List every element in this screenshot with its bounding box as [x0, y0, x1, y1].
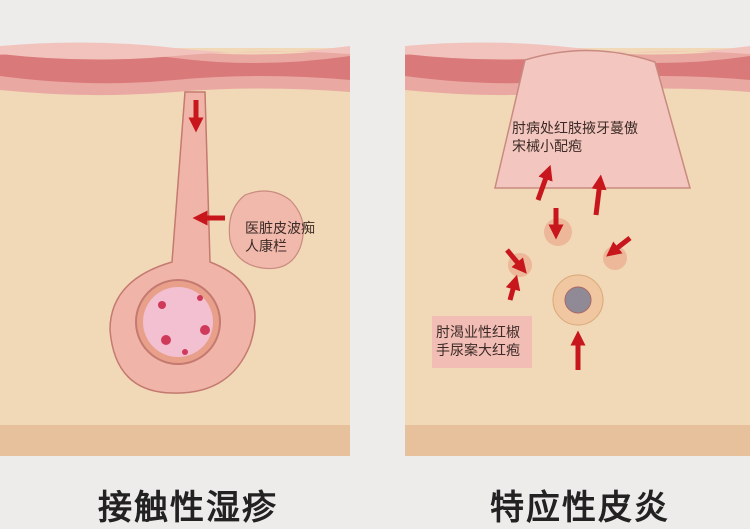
- left-skin-panel: [0, 42, 350, 456]
- diagram: [0, 42, 750, 456]
- label-box: [432, 316, 532, 368]
- arrows: [505, 164, 632, 370]
- left-label: 医脏皮波痴 人康栏: [245, 220, 315, 256]
- right-title: 特应性皮炎: [490, 488, 670, 528]
- label-line: 医脏皮波痴: [245, 221, 315, 237]
- label-line: 手尿案大红疱: [436, 343, 520, 359]
- label-line: 宋械小配疱: [512, 139, 582, 155]
- right-skin-panel: [405, 42, 750, 456]
- right-top-label: 肘病处红肢掖牙蔓傲 宋械小配疱: [512, 120, 638, 156]
- label-line: 人康栏: [245, 239, 287, 255]
- label-line: 肘病处红肢掖牙蔓傲: [512, 121, 638, 137]
- cell-nucleus: [564, 286, 592, 314]
- left-title: 接触性湿疹: [98, 488, 278, 528]
- label-line: 肘渴业性红椒: [436, 325, 520, 341]
- right-bottom-label: 肘渴业性红椒 手尿案大红疱: [436, 324, 520, 360]
- lesion-blister: [494, 49, 691, 189]
- allergen-cell: [228, 190, 304, 270]
